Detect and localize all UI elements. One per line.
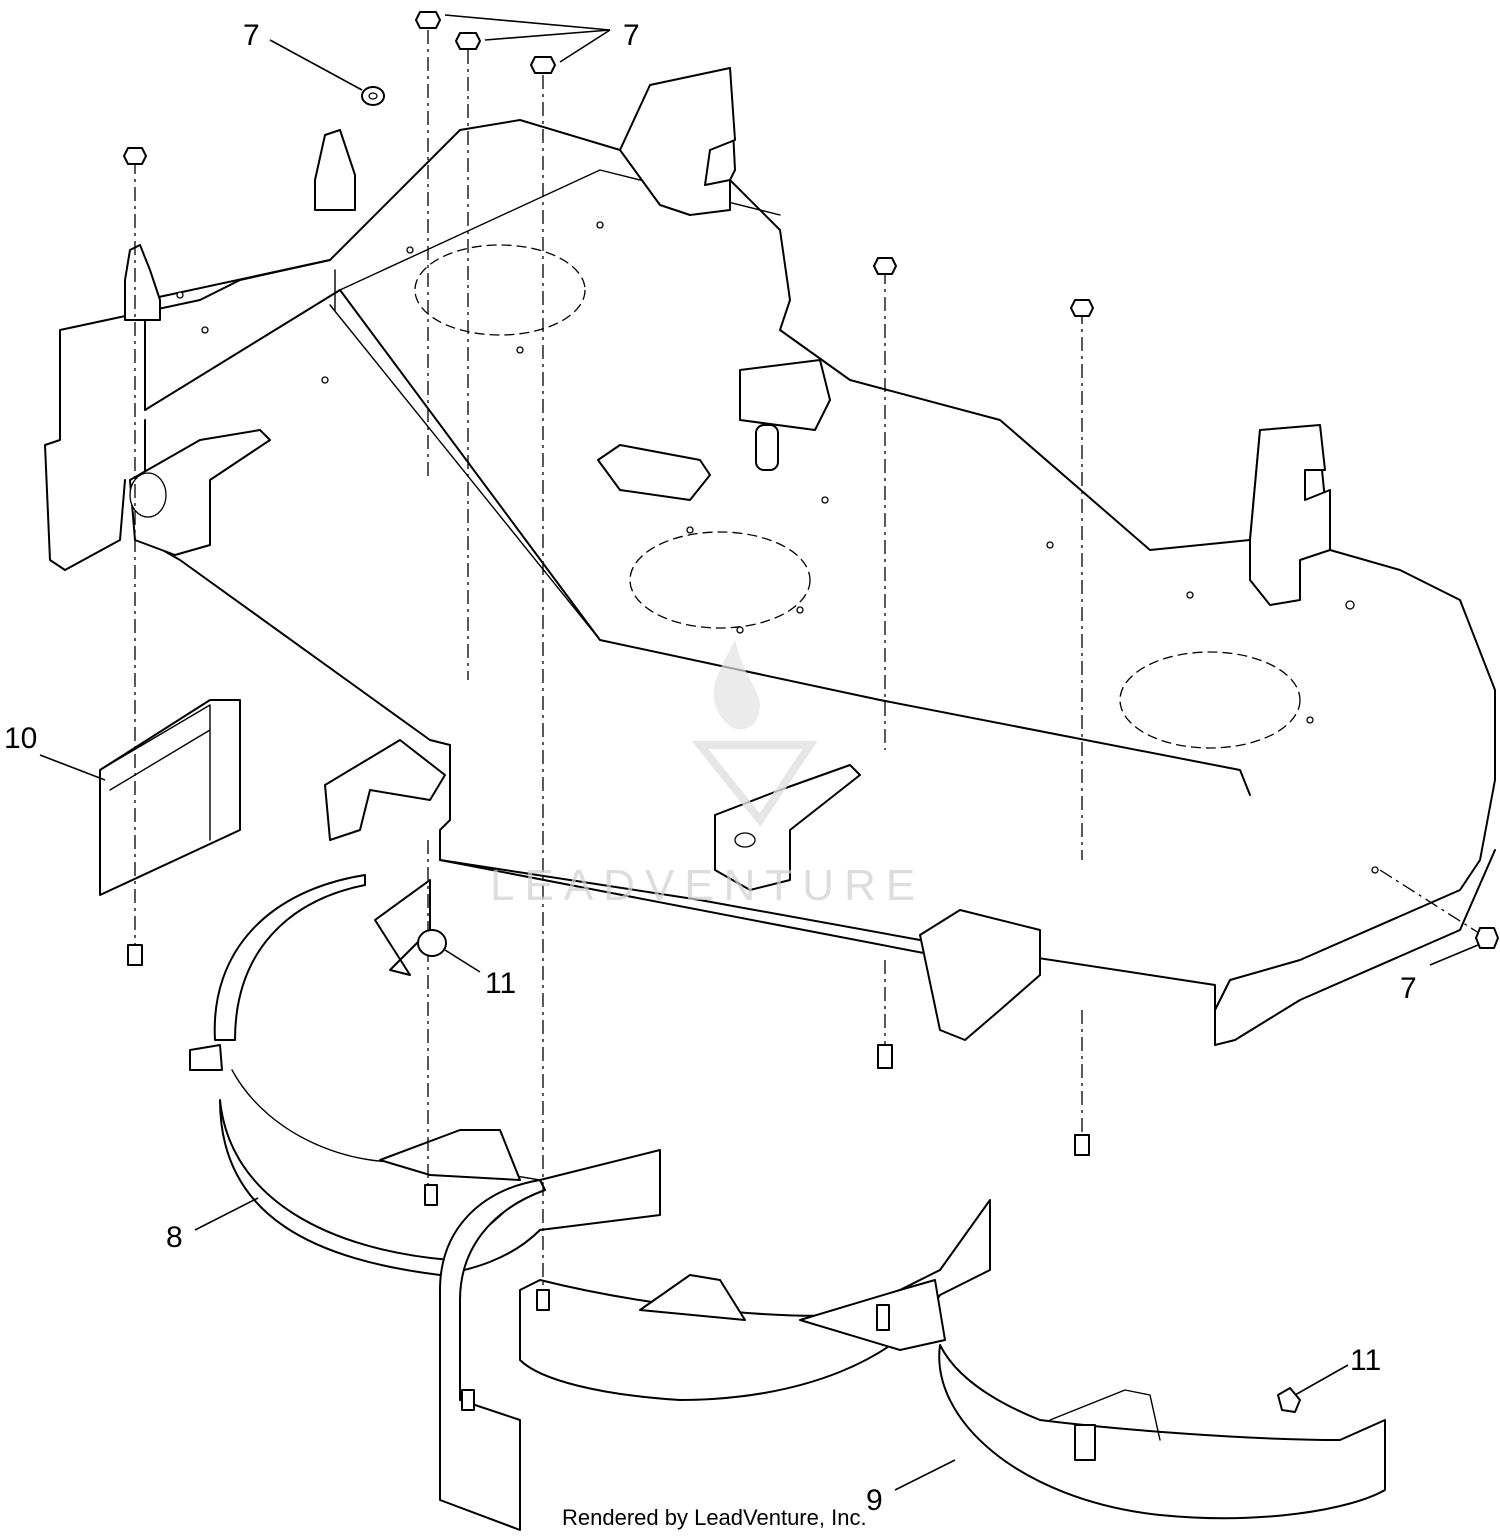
bolt-icon: [461, 1389, 475, 1411]
watermark: LEADVENTURE: [490, 640, 925, 910]
render-credit: Rendered by LeadVenture, Inc.: [562, 1505, 867, 1530]
callout-7-side-nut: 7: [1400, 972, 1417, 1005]
baffle-part-8: [189, 874, 661, 1276]
bolt-icon: [424, 1184, 438, 1206]
deck-holes: [176, 221, 1379, 874]
callout-10: 10: [4, 722, 37, 755]
flange-nut-icon: [1070, 299, 1094, 317]
washer-icon: [361, 86, 385, 106]
flange-nut-icon: [455, 32, 481, 50]
knob-part-11: [417, 929, 447, 957]
baffle-center: [439, 1179, 991, 1531]
mower-deck: [44, 67, 1496, 1046]
callout-8: 8: [166, 1221, 183, 1254]
callout-7-nuts: 7: [623, 19, 640, 52]
callout-labels: 7 7 7 10 11 8 9 11: [4, 19, 1417, 1517]
leader-lines: [39, 14, 1479, 1491]
baffle-part-9: [938, 1344, 1386, 1520]
callout-11-bolt: 11: [1350, 1344, 1381, 1377]
bolt-icon: [127, 944, 143, 966]
flange-nut-icon: [415, 11, 441, 29]
fasteners: [123, 11, 1499, 1413]
flange-nut-icon: [530, 56, 556, 74]
callout-7-washer: 7: [243, 19, 260, 52]
callout-9: 9: [866, 1484, 883, 1517]
watermark-text: LEADVENTURE: [490, 861, 925, 910]
flange-nut-icon: [123, 147, 147, 165]
bolt-icon: [1074, 1134, 1090, 1156]
baffle-plate-part-10: [99, 699, 241, 896]
callout-11-knob: 11: [485, 967, 516, 1000]
bolt-icon: [876, 1304, 890, 1331]
bolt-icon: [877, 1044, 893, 1069]
assembly-centerlines: [134, 30, 1483, 1300]
bolt-part-11: [1277, 1387, 1301, 1413]
bolt-icon: [536, 1289, 550, 1311]
flange-nut-icon: [873, 257, 897, 275]
flange-nut-icon: [1475, 927, 1499, 949]
